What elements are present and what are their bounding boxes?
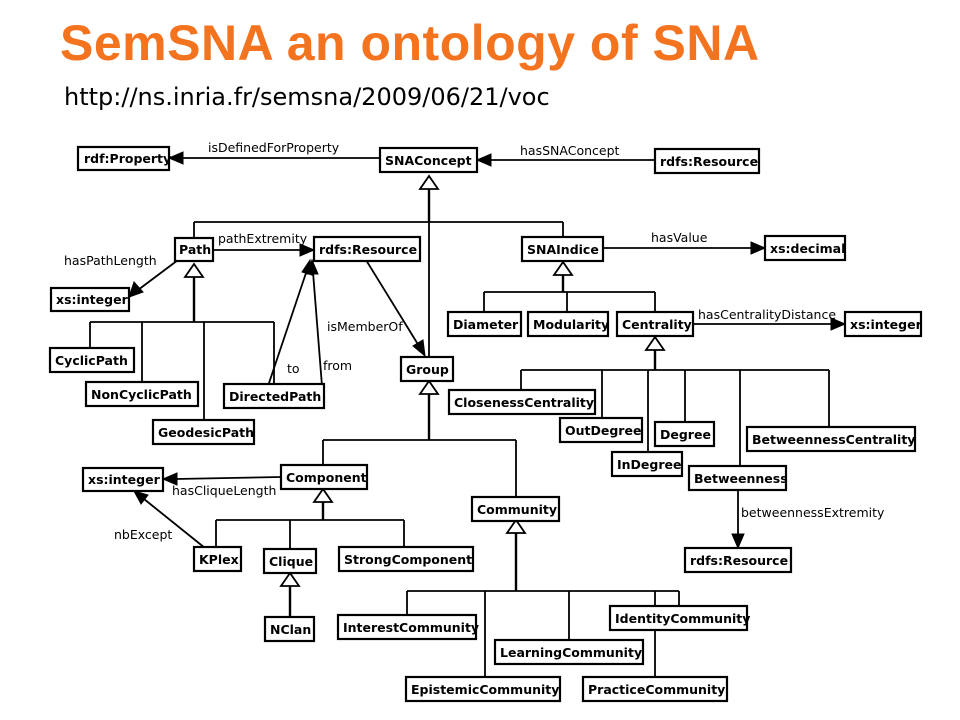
svg-text:SNAConcept: SNAConcept (385, 153, 472, 168)
svg-text:KPlex: KPlex (199, 552, 239, 567)
node-interest-community: InterestCommunity (336, 613, 479, 641)
node-rdf-property: rdf:Property (76, 145, 171, 172)
svg-text:CyclicPath: CyclicPath (55, 353, 128, 368)
svg-text:rdfs:Resource: rdfs:Resource (660, 154, 758, 169)
node-xs-decimal: xs:decimal (763, 234, 847, 262)
namespace-url: http://ns.inria.fr/semsna/2009/06/21/voc (64, 83, 550, 111)
node-out-degree: OutDegree (558, 416, 644, 444)
node-xs-integer-centrality: xs:integer (843, 310, 923, 338)
label-betweenness-extremity: betweennessExtremity (741, 505, 885, 520)
node-xs-integer-path: xs:integer (49, 286, 131, 313)
svg-text:rdfs:Resource: rdfs:Resource (690, 553, 788, 568)
svg-text:Path: Path (179, 242, 211, 257)
edge-labels: isDefinedForProperty hasSNAConcept pathE… (64, 140, 885, 542)
svg-text:OutDegree: OutDegree (565, 423, 641, 438)
node-xs-integer-component: xs:integer (81, 466, 165, 493)
node-modularity: Modularity (526, 310, 609, 338)
node-practice-community: PracticeCommunity (581, 675, 729, 703)
node-cyclic-path: CyclicPath (48, 346, 136, 374)
svg-text:rdfs:Resource: rdfs:Resource (319, 242, 417, 257)
svg-text:xs:integer: xs:integer (850, 317, 923, 332)
node-rdfs-resource-top: rdfs:Resource (653, 147, 761, 175)
node-diameter: Diameter (446, 310, 523, 338)
node-identity-community: IdentityCommunity (608, 604, 750, 632)
svg-text:IdentityCommunity: IdentityCommunity (615, 611, 750, 626)
node-directed-path: DirectedPath (222, 382, 326, 410)
node-sna-concept: SNAConcept (378, 146, 479, 174)
node-non-cyclic-path: NonCyclicPath (84, 380, 200, 408)
label-has-sna-concept: hasSNAConcept (520, 143, 620, 158)
label-has-centrality-distance: hasCentralityDistance (698, 307, 836, 322)
label-path-extremity: pathExtremity (218, 231, 308, 246)
label-to: to (287, 361, 300, 376)
node-community: Community (470, 495, 561, 523)
svg-text:DirectedPath: DirectedPath (229, 389, 321, 404)
node-path: Path (173, 236, 215, 263)
node-epistemic-community: EpistemicCommunity (404, 675, 562, 703)
label-has-path-length: hasPathLength (64, 253, 157, 268)
node-group: Group (399, 355, 455, 383)
svg-text:Betweenness: Betweenness (694, 471, 788, 486)
node-clique: Clique (262, 547, 318, 575)
class-nodes: rdf:Property SNAConcept rdfs:Resource Pa… (48, 145, 923, 703)
node-learning-community: LearningCommunity (493, 638, 645, 666)
svg-text:StrongComponent: StrongComponent (344, 552, 472, 567)
svg-text:NonCyclicPath: NonCyclicPath (91, 387, 192, 402)
svg-text:xs:integer: xs:integer (88, 472, 161, 487)
node-betweenness-centrality: BetweennessCentrality (745, 425, 917, 453)
svg-text:Centrality: Centrality (622, 317, 692, 332)
svg-text:ClosenessCentrality: ClosenessCentrality (454, 395, 594, 410)
node-closeness-centrality: ClosenessCentrality (447, 388, 597, 416)
svg-text:GeodesicPath: GeodesicPath (158, 425, 254, 440)
label-is-defined-for-property: isDefinedForProperty (208, 140, 340, 155)
label-has-value: hasValue (651, 230, 708, 245)
svg-text:Clique: Clique (269, 554, 313, 569)
node-in-degree: InDegree (610, 450, 684, 478)
node-betweenness: Betweenness (687, 464, 788, 492)
label-has-clique-length: hasCliqueLength (172, 483, 276, 498)
svg-text:Component: Component (286, 470, 367, 485)
svg-text:InDegree: InDegree (617, 457, 681, 472)
svg-text:xs:decimal: xs:decimal (770, 241, 845, 256)
connectors (89, 151, 847, 677)
svg-text:Community: Community (477, 502, 557, 517)
svg-text:Modularity: Modularity (533, 317, 609, 332)
svg-text:InterestCommunity: InterestCommunity (343, 620, 479, 635)
svg-text:xs:integer: xs:integer (56, 292, 129, 307)
svg-text:Diameter: Diameter (453, 317, 519, 332)
label-nb-except: nbExcept (114, 527, 172, 542)
node-strong-component: StrongComponent (337, 545, 475, 573)
svg-text:EpistemicCommunity: EpistemicCommunity (411, 682, 559, 697)
node-kplex: KPlex (192, 545, 243, 573)
svg-text:Group: Group (406, 362, 449, 377)
svg-text:NClan: NClan (270, 622, 311, 637)
node-nclan: NClan (263, 615, 316, 643)
node-centrality: Centrality (615, 310, 695, 338)
svg-text:BetweennessCentrality: BetweennessCentrality (752, 432, 915, 447)
label-from: from (323, 358, 352, 373)
page-title: SemSNA an ontology of SNA (60, 15, 760, 71)
svg-text:PracticeCommunity: PracticeCommunity (588, 682, 725, 697)
node-rdfs-resource-bottom: rdfs:Resource (683, 546, 793, 574)
node-degree: Degree (653, 420, 716, 448)
node-rdfs-resource-mid: rdfs:Resource (312, 235, 422, 263)
svg-text:LearningCommunity: LearningCommunity (500, 645, 642, 660)
svg-text:SNAIndice: SNAIndice (527, 242, 599, 257)
node-sna-indice: SNAIndice (520, 235, 605, 263)
svg-text:Degree: Degree (660, 427, 711, 442)
svg-text:rdf:Property: rdf:Property (84, 151, 171, 166)
node-component: Component (279, 463, 369, 491)
node-geodesic-path: GeodesicPath (151, 418, 256, 446)
label-is-member-of: isMemberOf (327, 319, 403, 334)
